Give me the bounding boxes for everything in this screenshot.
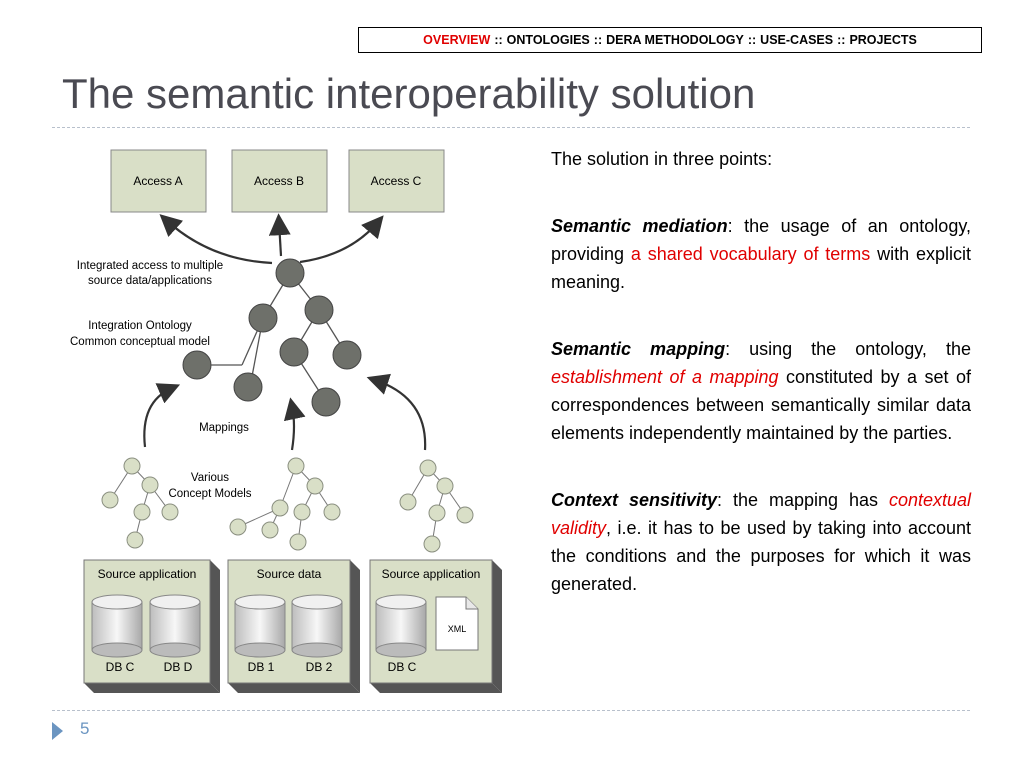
arrow-to-access-a <box>159 214 273 265</box>
source-box-1: Source application DB C DB D <box>83 559 220 693</box>
term: Semantic mapping <box>551 339 726 359</box>
nav-separator: :: <box>494 33 503 47</box>
access-a-label: Access A <box>133 174 182 188</box>
nav-overview[interactable]: OVERVIEW <box>423 33 491 47</box>
nav-separator: :: <box>593 33 603 47</box>
nav-separator: :: <box>837 33 846 47</box>
source-box-3: Source application XML DB C <box>369 559 502 693</box>
integrated-label-line2: source data/applications <box>88 275 212 287</box>
database-icon <box>149 594 201 658</box>
db-label: DB C <box>388 660 417 674</box>
text: constituted by a set of correspondences … <box>551 367 971 443</box>
colon: : <box>717 490 723 510</box>
access-box-c: Access C <box>348 149 445 213</box>
colon: : <box>725 339 731 359</box>
xml-file-icon: XML <box>435 596 479 651</box>
mapping-arrow-right <box>366 373 427 451</box>
nav-ontologies[interactable]: ONTOLOGIES <box>506 33 590 47</box>
term: Semantic mediation <box>551 216 728 236</box>
concept-label-line2: Concept Models <box>168 488 251 500</box>
source-1-title: Source application <box>98 567 197 581</box>
database-icon <box>375 594 427 658</box>
term: Context sensitivity <box>551 490 717 510</box>
xml-file-label: XML <box>448 624 467 634</box>
arrow-to-access-b <box>268 213 291 257</box>
db-label: DB D <box>164 660 193 674</box>
text: , i.e. it has to be used by taking into … <box>551 518 971 594</box>
top-navigation: OVERVIEW :: ONTOLOGIES :: DERA METHODOLO… <box>358 27 982 53</box>
text: with explicit meaning. <box>551 244 971 292</box>
highlight: establishment of a mapping <box>551 367 779 387</box>
intro-text: The solution in three points: <box>551 149 773 169</box>
access-box-a: Access A <box>110 149 207 213</box>
text: the usage of an ontology, providing <box>551 216 971 264</box>
database-icon <box>91 594 143 658</box>
db-label: DB 1 <box>248 660 275 674</box>
text: the mapping has <box>722 490 889 510</box>
ontology-label-line2: Common conceptual model <box>70 336 210 348</box>
concept-label-line1: Various <box>191 472 229 484</box>
bullet-content: The solution in three points: Semantic m… <box>551 145 971 598</box>
point-context-sensitivity: Context sensitivity: the mapping has con… <box>551 486 971 598</box>
arrow-to-access-c <box>299 215 384 264</box>
highlight: a shared vocabulary of terms <box>630 244 871 264</box>
mapping-arrow-middle <box>283 397 306 451</box>
highlight: contextual validity <box>551 490 971 538</box>
point-semantic-mapping: Semantic mapping: using the ontology, th… <box>551 335 971 447</box>
database-icon <box>234 594 286 658</box>
source-2-title: Source data <box>257 567 322 581</box>
mappings-label: Mappings <box>199 422 249 434</box>
nav-use-cases[interactable]: USE-CASES <box>760 33 834 47</box>
page-title: The semantic interoperability solution <box>62 70 756 117</box>
page-number: 5 <box>80 719 90 738</box>
nav-dera-methodology[interactable]: DERA METHODOLOGY <box>606 33 744 47</box>
nav-projects[interactable]: PROJECTS <box>849 33 917 47</box>
title-divider <box>52 127 970 128</box>
source-3-title: Source application <box>382 567 481 581</box>
nav-separator: :: <box>747 33 757 47</box>
integrated-label-line1: Integrated access to multiple <box>77 260 223 272</box>
footer-divider <box>52 710 970 711</box>
source-box-2: Source data DB 1 DB 2 <box>227 559 360 693</box>
access-c-label: Access C <box>371 174 422 188</box>
interoperability-diagram: Access A Access B Access C Integrated ac… <box>70 149 502 693</box>
text: using the ontology, the <box>730 339 971 359</box>
db-label: DB C <box>106 660 135 674</box>
db-label: DB 2 <box>306 660 333 674</box>
ontology-label-line1: Integration Ontology <box>88 320 192 332</box>
access-b-label: Access B <box>254 174 304 188</box>
mapping-arrow-left <box>143 383 181 448</box>
point-semantic-mediation: Semantic mediation: the usage of an onto… <box>551 212 971 296</box>
colon: : <box>727 216 733 236</box>
play-triangle-icon <box>52 722 63 740</box>
concept-tree-nodes <box>101 457 474 553</box>
database-icon <box>291 594 343 658</box>
ontology-nodes <box>182 258 362 417</box>
access-box-b: Access B <box>231 149 328 213</box>
